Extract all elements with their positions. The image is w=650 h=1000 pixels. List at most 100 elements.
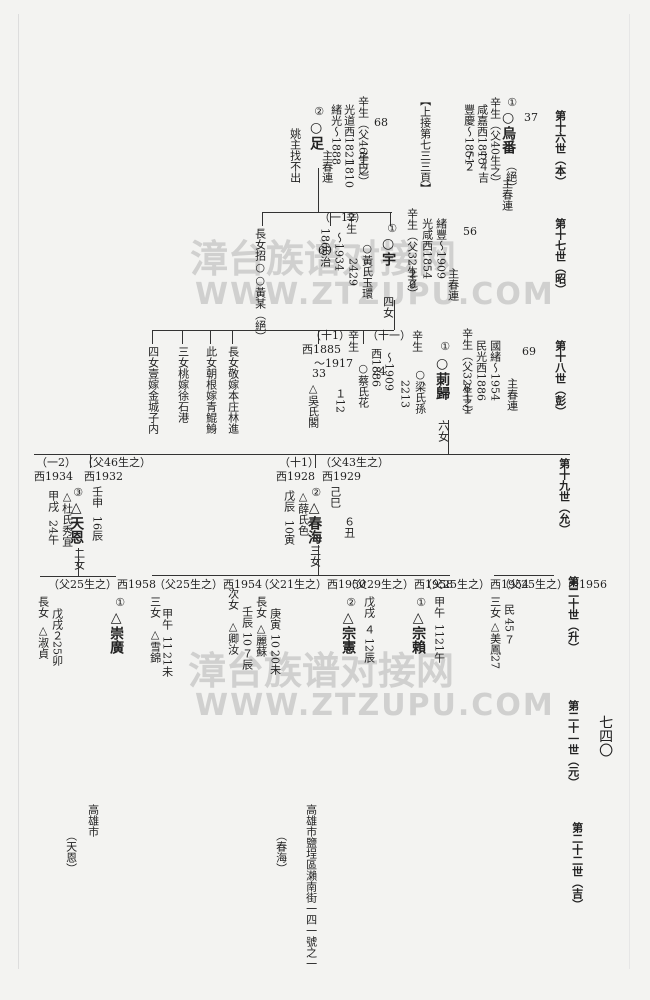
watermark-cn-2: 漳台族谱对接网 bbox=[188, 649, 455, 693]
g16-p1-note: （絕） bbox=[504, 160, 518, 193]
g18-drop-1 bbox=[152, 330, 153, 344]
g19-p1-name: △天恩 bbox=[68, 500, 85, 544]
g16-p1-l2: 豐慶～1851 bbox=[462, 104, 476, 165]
g20-1-head: （父25生之）西1954 bbox=[154, 578, 262, 591]
g17-p2-marker: （一12） bbox=[319, 211, 366, 224]
generation-label-21: 第二十一世（元） bbox=[566, 700, 580, 788]
g16-p1-spouse: 主春連 bbox=[500, 178, 514, 211]
g16-p2-l6: 1810 bbox=[342, 160, 356, 188]
g17-p1-l0: 辛生（父32生之） bbox=[405, 208, 419, 299]
g17-p1-l1: 光咸西1854 bbox=[420, 218, 434, 279]
g18-p3-extra: 33 bbox=[312, 367, 326, 380]
g20-0-name: △崇廣 bbox=[108, 610, 125, 654]
g20-5-t2: 21午 bbox=[432, 638, 446, 663]
g18-p3-marker: （十1） bbox=[310, 329, 350, 342]
g18-p3-son: △吳氏閣 bbox=[306, 382, 320, 428]
g17-p2-extra: 69 bbox=[318, 244, 332, 257]
g17-bar bbox=[262, 212, 392, 213]
g20-6-daughters: 三女 bbox=[488, 596, 502, 618]
g18-drop-2 bbox=[182, 330, 183, 344]
g20-1-t2: 21未 bbox=[160, 652, 174, 677]
address-2-sub: （春海） bbox=[274, 830, 288, 874]
page-frame bbox=[18, 14, 630, 969]
g17-p1-l2: 緒豐～1909 bbox=[434, 218, 448, 279]
g20-bar-3 bbox=[494, 575, 554, 576]
g18-drop-6 bbox=[363, 330, 364, 344]
g17-drop-3 bbox=[262, 212, 263, 226]
g19-p1-spouse: △杜氏秀宜 bbox=[60, 490, 74, 547]
g18-p3-l7: １12 bbox=[333, 388, 347, 413]
g17-p2-l7: 2429 bbox=[346, 258, 360, 286]
g17-p1-daughters: 四女 bbox=[381, 296, 395, 318]
g19-p1-l2: 16辰 bbox=[90, 516, 104, 541]
g17-p2-l3: ～1934 bbox=[332, 232, 346, 271]
g18-p3-l3: 西1885 bbox=[302, 343, 341, 356]
generation-label-22: 第二十二世（吉） bbox=[570, 822, 584, 910]
g16-link: 【上接第七三三頁】 bbox=[418, 95, 432, 194]
g16-p2-marker: ② bbox=[312, 105, 326, 118]
g20-4-name: △宗憲 bbox=[340, 610, 357, 654]
g18-p1-daughters: 六女 bbox=[436, 420, 450, 442]
watermark-url-1: WWW.ZTZUPU.COM bbox=[195, 277, 555, 312]
g20-0-spouse: 戊戌２25卯 bbox=[50, 608, 64, 666]
g17-drop-1 bbox=[390, 212, 391, 226]
g19-p1-year2: 西1932 bbox=[84, 470, 123, 483]
g19-p2-spouse: △薛氏色 bbox=[296, 490, 310, 536]
g19-drop-1 bbox=[90, 454, 91, 468]
g20-3-spouse: △卿汝 bbox=[226, 620, 240, 655]
g16-p2-spouse: 主春連 bbox=[320, 150, 334, 183]
g16-p2-name: ○足 bbox=[308, 120, 325, 150]
g16-p1-l1: 咸嘉西1815 bbox=[475, 104, 489, 165]
g19-bar bbox=[34, 454, 570, 455]
g16-p1-marker: ① bbox=[505, 96, 519, 109]
address-2: 高雄市鹽埕區瀨南街一四一號之一 bbox=[304, 804, 318, 969]
g18-p1-drop bbox=[448, 420, 449, 454]
generation-label-17: 第十七世（昭） bbox=[553, 218, 567, 295]
g20-4-t0: 戊戌 bbox=[362, 596, 376, 618]
g20-4-t2: 12辰 bbox=[362, 638, 376, 663]
g20-6-spouse: △美鳳27 bbox=[488, 620, 502, 669]
g20-4-t1: ４ bbox=[362, 624, 376, 635]
g18-bar bbox=[152, 330, 394, 331]
g18-drop-4 bbox=[232, 330, 233, 344]
g20-3-daughters: 次女 bbox=[226, 588, 240, 610]
g18-p2-spouse: ○梁氏孫 bbox=[413, 368, 427, 414]
generation-label-19: 第十九世（允） bbox=[557, 458, 571, 535]
g20-6-head: （父25生之）西1956 bbox=[499, 578, 607, 591]
g20-4-marker: ② bbox=[344, 596, 358, 609]
g19-p2-head: （父43生之） bbox=[320, 456, 389, 469]
g17-drop-2 bbox=[330, 212, 331, 226]
watermark-url-2: WWW.ZTZUPU.COM bbox=[195, 688, 555, 723]
g17-p1-drop bbox=[394, 300, 395, 330]
g16-p2-extra: 68 bbox=[374, 116, 388, 129]
g20-2-t1: 10 bbox=[268, 634, 282, 648]
g20-5-head: （父25生之）西1954 bbox=[421, 578, 529, 591]
g19-p1-daughters: 二女 bbox=[72, 548, 86, 570]
g19-p1-l1: 壬申 bbox=[90, 486, 104, 508]
g17-p3: 長女招○○黃某（絕） bbox=[253, 228, 267, 342]
g18-p1-l0: 辛生（父32生之） bbox=[460, 328, 474, 419]
g19-p2-l4: 10寅 bbox=[282, 520, 296, 545]
g20-2-t2: 20未 bbox=[268, 650, 282, 675]
g20-5-t1: 11 bbox=[432, 624, 446, 638]
g20-2-daughters: 長女 bbox=[254, 596, 268, 618]
g16-p2-l4: 子巳 bbox=[356, 152, 370, 174]
g16-p1-l0: 辛生（父40生之） bbox=[488, 97, 502, 188]
g18-p1-marker: ① bbox=[438, 340, 452, 353]
g20-1-t1: 11 bbox=[160, 636, 174, 650]
g18-daughter-2: 此女朝根嫁青鯤鯓 bbox=[204, 346, 218, 434]
g17-p1-name: ○宇 bbox=[380, 236, 397, 266]
g20-3-t2: ７辰 bbox=[240, 648, 254, 670]
g18-p2-l3: 西1886 bbox=[369, 348, 383, 387]
g19-p2-l2: ６丑 bbox=[342, 516, 356, 538]
g19-p2-l1: 己巳 bbox=[328, 486, 342, 508]
g17-p1-marker: ① bbox=[385, 222, 399, 235]
g18-daughter-1: 長女敬嫁本庄林進 bbox=[226, 346, 240, 434]
g17-p2-l2: 1866治 bbox=[318, 228, 332, 267]
g16-drop bbox=[318, 168, 319, 212]
g20-2-t0: 庚寅 bbox=[268, 608, 282, 630]
g20-1-spouse: △雪錦 bbox=[148, 628, 162, 663]
g20-1-daughters: 三女 bbox=[148, 596, 162, 618]
g18-p1-l5: ８１１ bbox=[460, 382, 474, 415]
g16-p1-l4: ７２ bbox=[462, 150, 476, 172]
